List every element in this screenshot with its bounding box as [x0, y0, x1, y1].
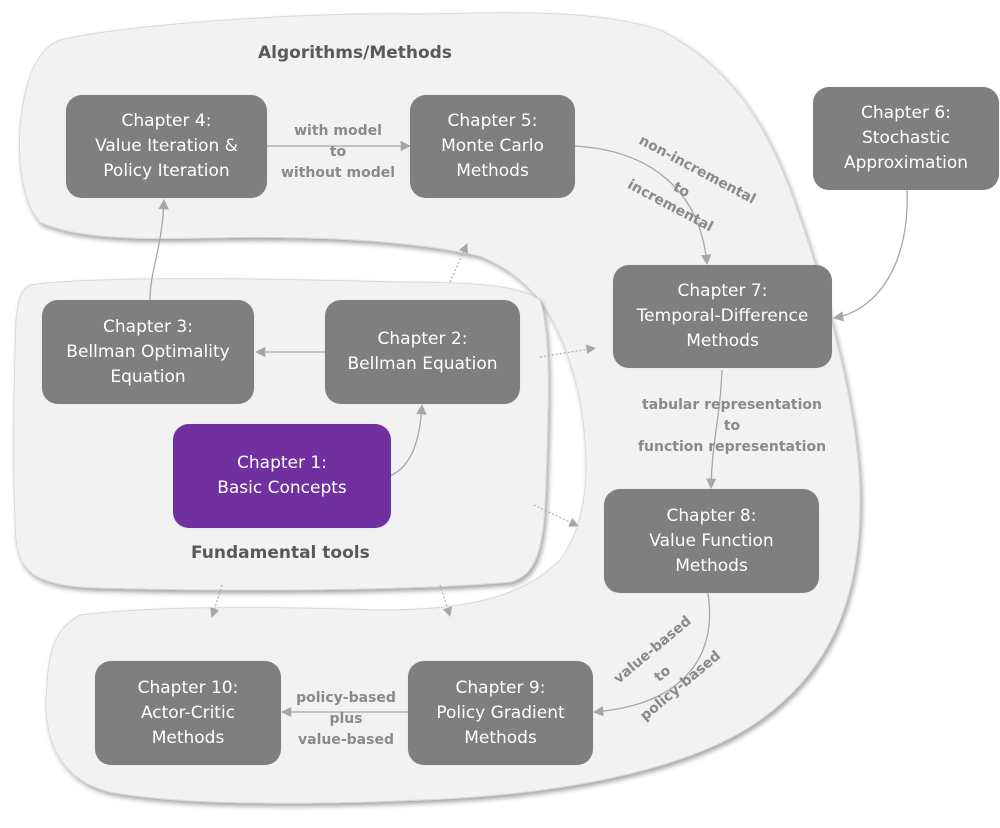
node-chapter-3-line-2: Bellman Optimality	[66, 341, 230, 362]
node-chapter-5-line-1: Chapter 5:	[447, 111, 538, 131]
node-chapter-9[interactable]: Chapter 9: Policy Gradient Methods	[408, 661, 593, 765]
node-chapter-6-line-3: Approximation	[843, 153, 969, 173]
node-chapter-9-line-1: Chapter 9:	[455, 677, 546, 698]
edge-label-ch9-ch10: policy-based plus value-based	[284, 688, 408, 751]
edge-dotted-to-ch7	[539, 344, 596, 358]
edge-ch8-to-ch9	[592, 592, 711, 717]
node-chapter-8-line-1: Chapter 8:	[666, 505, 757, 526]
node-chapter-10-line-2: Actor-Critic	[140, 702, 236, 723]
node-chapter-1[interactable]: Chapter 1: Basic Concepts	[173, 424, 391, 528]
node-chapter-4-line-2: Value Iteration &	[95, 136, 238, 156]
edge-ch5-to-ch7	[573, 145, 712, 266]
edge-label-ch4-ch5-line-2: to	[329, 144, 347, 160]
edge-ch3-to-ch4	[149, 198, 169, 301]
node-chapter-3-line-1: Chapter 3:	[103, 316, 193, 337]
node-chapter-7-line-3: Methods	[686, 331, 759, 351]
node-chapter-4[interactable]: Chapter 4: Value Iteration & Policy Iter…	[66, 95, 267, 198]
node-chapter-9-line-3: Methods	[464, 727, 537, 748]
edge-label-ch9-ch10-line-1: policy-based	[296, 690, 396, 706]
node-chapter-4-line-3: Policy Iteration	[103, 161, 230, 181]
edge-label-ch4-ch5: with model to without model	[271, 121, 405, 184]
edge-label-ch7-ch8-line-3: function representation	[637, 439, 827, 455]
node-chapter-8[interactable]: Chapter 8: Value Function Methods	[604, 489, 819, 593]
algorithms-region	[18, 12, 861, 804]
node-chapter-4-line-1: Chapter 4:	[121, 111, 212, 131]
node-chapter-5[interactable]: Chapter 5: Monte Carlo Methods	[410, 95, 575, 198]
edge-ch1-to-ch2	[389, 403, 427, 477]
node-chapter-9-line-2: Policy Gradient	[436, 702, 565, 723]
edge-label-ch9-ch10-line-2: plus	[329, 711, 363, 727]
node-chapter-1-line-1: Chapter 1:	[237, 453, 327, 473]
node-chapter-7-line-2: Temporal-Difference	[636, 306, 809, 326]
node-chapter-2-line-1: Chapter 2:	[377, 329, 468, 349]
fundamental-group-title: Fundamental tools	[191, 543, 370, 563]
edge-dotted-to-ch9	[439, 584, 452, 617]
node-chapter-10[interactable]: Chapter 10: Actor-Critic Methods	[95, 661, 281, 765]
node-chapter-6-line-1: Chapter 6:	[861, 103, 951, 123]
edge-ch6-to-ch7	[832, 189, 908, 322]
node-chapter-6-line-2: Stochastic	[862, 128, 950, 148]
node-chapter-5-line-3: Methods	[456, 161, 529, 181]
algorithms-group-title: Algorithms/Methods	[258, 43, 452, 63]
node-chapter-3[interactable]: Chapter 3: Bellman Optimality Equation	[42, 300, 254, 404]
node-chapter-7-line-1: Chapter 7:	[677, 281, 768, 301]
edge-label-ch4-ch5-line-3: without model	[280, 165, 396, 181]
node-chapter-3-line-3: Equation	[110, 366, 186, 387]
edge-ch7-to-ch8	[705, 369, 723, 490]
node-chapter-5-line-2: Monte Carlo	[441, 136, 544, 156]
node-chapter-1-line-2: Basic Concepts	[217, 478, 347, 498]
node-chapter-6[interactable]: Chapter 6: Stochastic Approximation	[813, 87, 999, 190]
edge-dotted-to-ch8	[533, 504, 579, 527]
node-chapter-10-line-1: Chapter 10:	[137, 677, 239, 698]
edge-label-ch9-ch10-line-3: value-based	[298, 732, 394, 748]
node-chapter-8-line-2: Value Function	[649, 530, 774, 551]
edge-label-ch4-ch5-line-1: with model	[294, 123, 382, 139]
edge-label-ch7-ch8-line-2: to	[723, 418, 741, 434]
node-chapter-10-line-3: Methods	[151, 727, 225, 748]
edge-label-ch7-ch8-line-1: tabular representation	[642, 397, 822, 413]
node-chapter-2-line-2: Bellman Equation	[347, 354, 498, 374]
edge-label-ch7-ch8: tabular representation to function repre…	[630, 395, 834, 458]
edge-dotted-to-ch10	[209, 584, 223, 618]
node-chapter-7[interactable]: Chapter 7: Temporal-Difference Methods	[613, 265, 832, 368]
node-chapter-2[interactable]: Chapter 2: Bellman Equation	[325, 300, 520, 404]
edge-dotted-to-ch5	[449, 243, 468, 283]
node-chapter-8-line-3: Methods	[675, 555, 748, 576]
